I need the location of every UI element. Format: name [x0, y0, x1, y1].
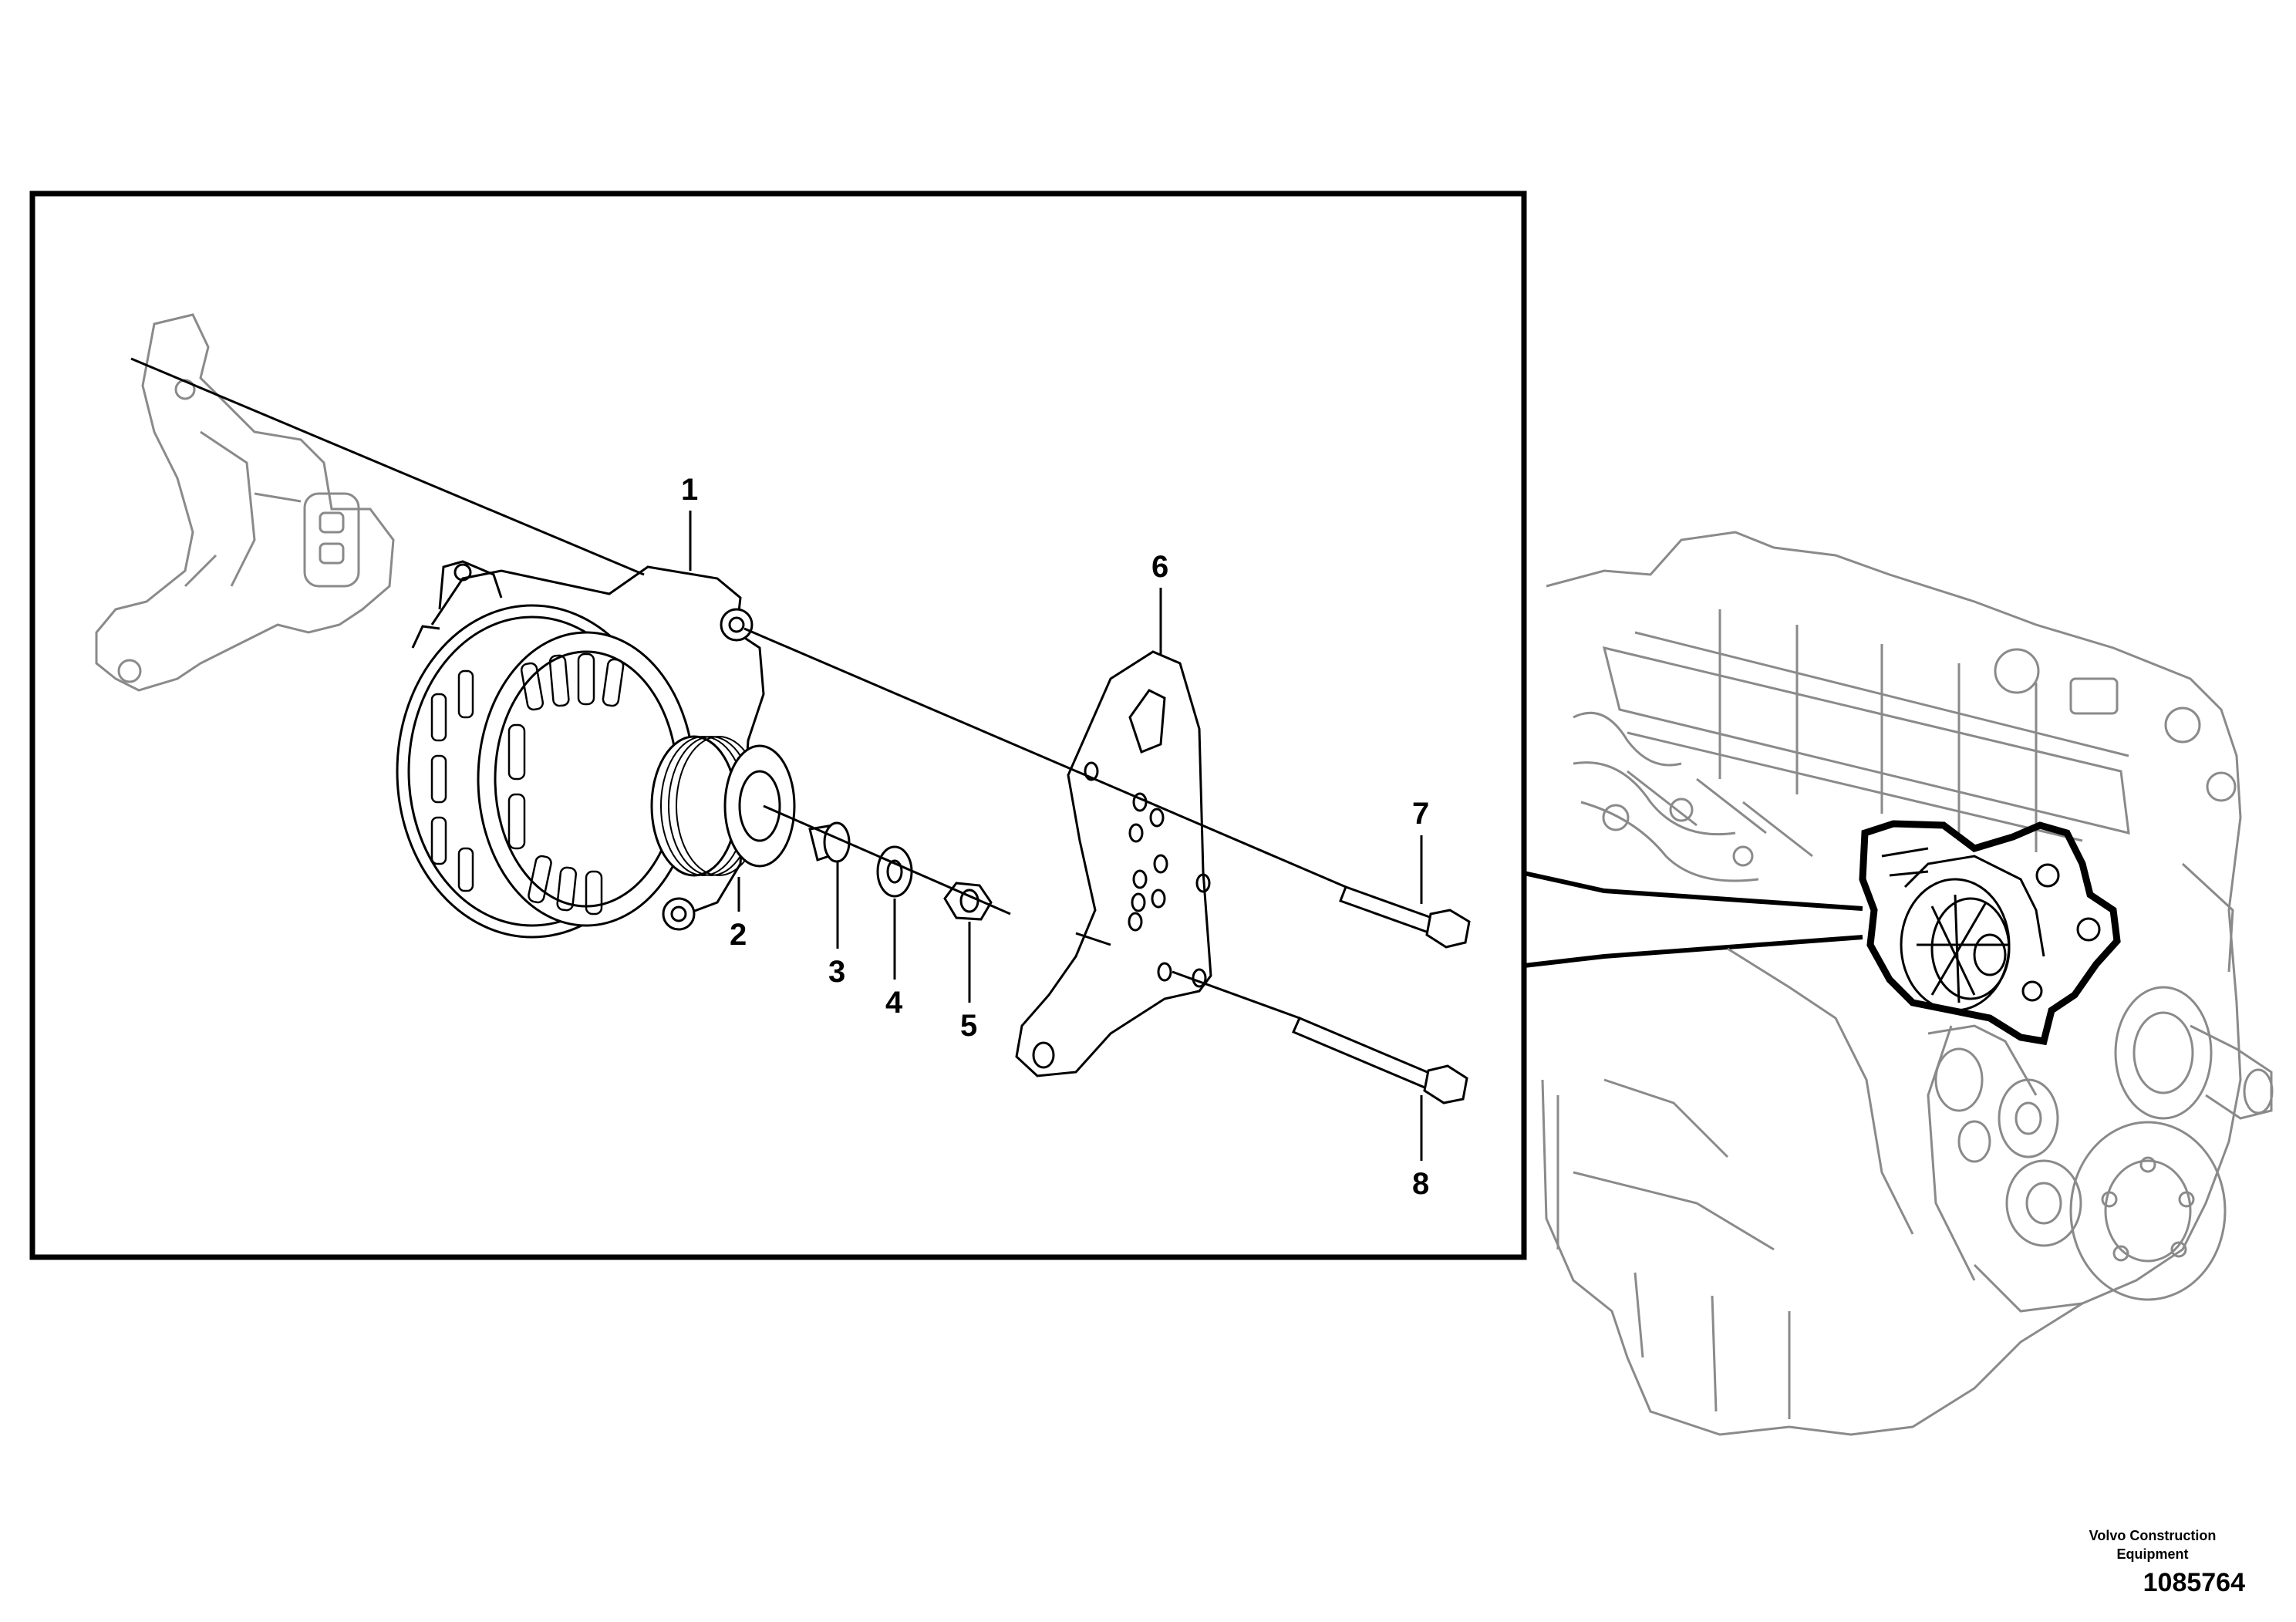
magnifier-leader-top: [1523, 871, 1863, 911]
engine-overview: [1541, 531, 2274, 1436]
callout-5: 5: [960, 1009, 977, 1043]
callout-1: 1: [681, 473, 698, 507]
brand-line-1: Volvo Construction: [2089, 1528, 2217, 1543]
alternator: [396, 560, 765, 939]
detail-frame: [29, 191, 1527, 1260]
upper-bolt: [1339, 885, 1471, 949]
document-number: 1085764: [2143, 1568, 2245, 1597]
washer: [876, 845, 913, 898]
callout-2: 2: [730, 918, 747, 952]
engine-mount-bracket: [95, 313, 395, 692]
assembly-axis-lines: [130, 357, 1347, 1020]
pulley: [650, 735, 796, 877]
lower-bolt: [1292, 1017, 1468, 1104]
mounting-bracket: [1015, 650, 1212, 1077]
callout-leaders: [689, 511, 1423, 1161]
callout-3: 3: [828, 955, 845, 989]
engine-alternator-highlight: [1859, 820, 2121, 1046]
callout-7: 7: [1412, 797, 1429, 831]
callout-4: 4: [885, 986, 903, 1020]
callout-6: 6: [1151, 550, 1168, 584]
magnifier-leader-bottom: [1523, 935, 1863, 968]
brand-label: Volvo Construction Equipment: [2052, 1526, 2253, 1563]
callout-8: 8: [1412, 1167, 1429, 1201]
brand-line-2: Equipment: [2116, 1546, 2189, 1562]
